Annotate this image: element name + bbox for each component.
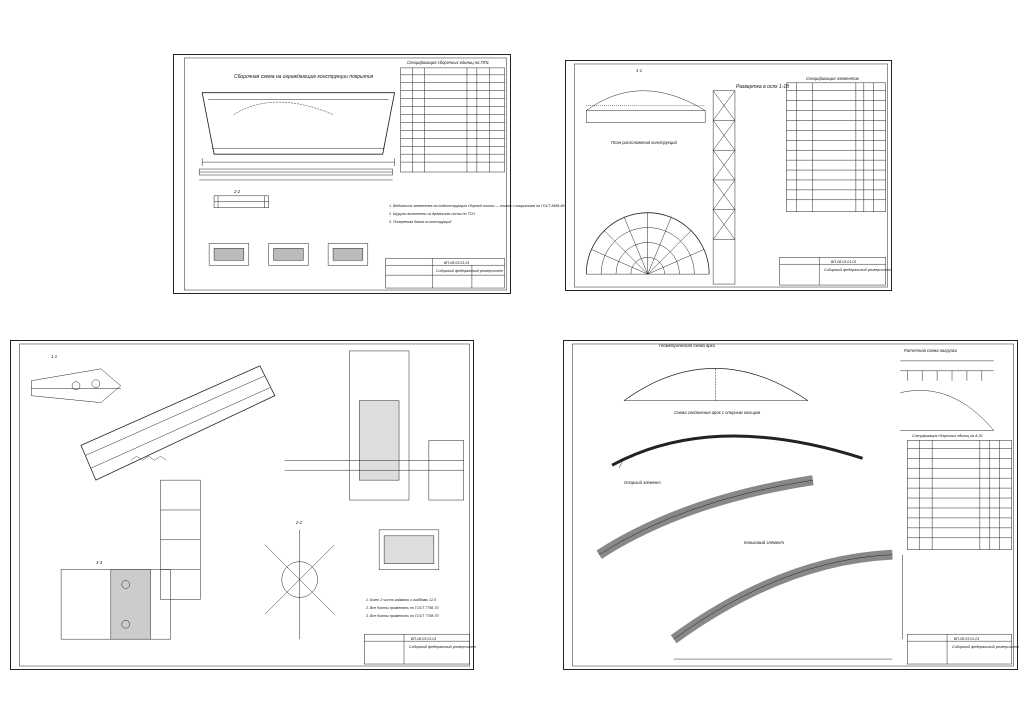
sheet-4-graphics — [572, 343, 1014, 667]
sheet-2-graphics — [574, 63, 888, 288]
sheet-2-university: Сибирский федеральный университет — [824, 268, 891, 272]
drawing-sheet-2: 1-1 План расположения конструкций Развер… — [565, 60, 892, 291]
sheet-1-spec-title: Спецификация сборочных единиц на ПП1 — [407, 60, 490, 65]
sheet-3-section-3-3: 3-3 — [96, 560, 103, 565]
sheet-2-razvertka-title: Развертка в осях 1-18 — [736, 84, 789, 90]
sheet-1-doc-code: ВП-08.03.01-01 — [444, 261, 470, 265]
sheet-4-university: Сибирский федеральный университет — [952, 645, 1019, 649]
sheet-3-graphics — [19, 343, 470, 667]
sheet-2-section-1-1: 1-1 — [636, 68, 643, 73]
sheet-2-spec-title: Спецификация элементов — [806, 76, 859, 81]
sheet-1-note-2: 2. Шурупы выполнены из древесины сосны п… — [389, 212, 475, 216]
sheet-3-doc-code: ВП-08.03.01-01 — [411, 637, 437, 641]
sheet-4-spec-title: Спецификация сборочных единиц на А-01 — [912, 434, 983, 438]
sheet-1-university: Сибирский федеральный университет — [436, 269, 503, 273]
sheet-1-section-2-2: 2-2 — [234, 189, 241, 194]
sheet-1-note-3: 3. Поперечная балка из конструкций — [389, 220, 452, 224]
sheet-2-plan-title: План расположения конструкций — [611, 140, 677, 145]
sheet-3-section-1-1: 1-1 — [51, 354, 58, 359]
sheet-3-note-1: 1. Болт 2 чисто гайками и шайбами 12.5 — [366, 598, 437, 602]
sheet-4-ridge-title: Коньковый элемент — [744, 540, 784, 545]
sheet-2-doc-code: ВП-08.03.01-01 — [831, 260, 857, 264]
sheet-1-title: Сборочная схема на ограждающие конструкц… — [234, 74, 374, 80]
sheet-3-note-3: 3. Все болты применить по ГОСТ 7798-70 — [366, 614, 439, 618]
sheet-4-calc-title: Расчетная схема нагрузки — [904, 348, 957, 353]
sheet-3-section-2-2: 2-2 — [296, 520, 303, 525]
sheet-4-doc-code: ВП-08.03.01-01 — [954, 637, 980, 641]
sheet-4-scheme-title: Схема соединения арок с опорным кольцом — [674, 410, 761, 415]
sheet-3-university: Сибирский федеральный университет — [409, 645, 476, 649]
drawing-sheet-3: 1-1 2-2 3-3 1. Болт 2 чисто гайками и ша… — [10, 340, 476, 670]
drawing-sheet-1: Сборочная схема на ограждающие конструкц… — [173, 54, 565, 294]
drawing-sheet-4: Геометрическая схема арки Расчетная схем… — [563, 340, 1019, 670]
sheet-4-support-title: Опорный элемент — [624, 480, 661, 485]
sheet-1-graphics — [184, 57, 507, 291]
sheet-4-geom-title: Геометрическая схема арки — [659, 343, 715, 348]
sheet-1-note-1: 1. Ведомость элементов на подконструкцию… — [389, 204, 565, 208]
sheet-3-note-2: 2. Все болты применять по ГОСТ 7798-70 — [366, 606, 439, 610]
